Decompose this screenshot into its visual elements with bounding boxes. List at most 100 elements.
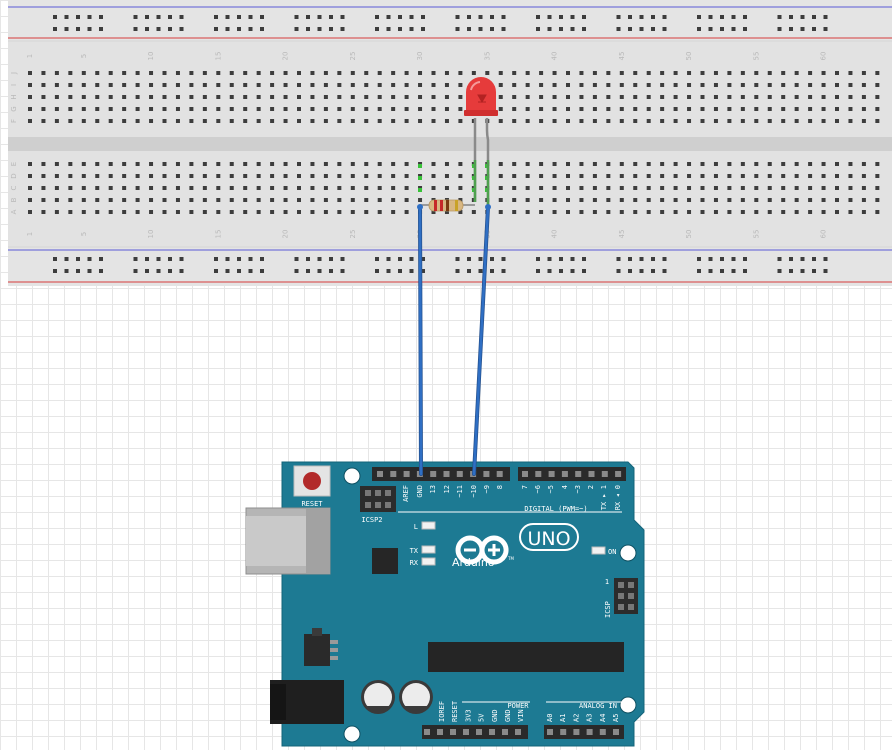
rail-hole (490, 27, 494, 31)
red-led[interactable] (464, 77, 498, 206)
breadboard-hole (646, 198, 651, 202)
breadboard-hole (28, 119, 32, 123)
rail-hole (306, 269, 310, 273)
breadboard-hole (727, 174, 732, 178)
breadboard-hole (727, 95, 732, 99)
breadboard-hole (216, 107, 221, 111)
header-socket (515, 729, 521, 735)
pin-label: 3V3 (464, 709, 472, 722)
breadboard-hole (458, 198, 463, 202)
rail-hole (731, 27, 736, 31)
breadboard-hole (297, 198, 301, 202)
wire-gnd[interactable] (418, 205, 423, 476)
breadboard-hole (41, 210, 46, 214)
breadboard-hole (256, 210, 261, 214)
breadboard-hole (418, 119, 423, 123)
header-socket (443, 471, 450, 477)
led-rx-label: RX (410, 559, 419, 567)
breadboard-hole (28, 107, 32, 111)
pin-label: A1 (559, 714, 567, 722)
header-socket (573, 729, 580, 735)
breadboard-hole (310, 71, 315, 75)
header-socket (489, 729, 495, 735)
breadboard-hole (498, 174, 503, 178)
breadboard-hole (283, 162, 288, 166)
breadboard-hole (122, 186, 127, 190)
rail-hole (306, 257, 310, 261)
breadboard-hole (619, 83, 624, 87)
breadboard-hole (323, 119, 328, 123)
breadboard-hole (377, 95, 382, 99)
breadboard-hole (539, 210, 544, 214)
power-jack (270, 680, 344, 724)
rail-hole (467, 257, 471, 261)
breadboard-hole (660, 71, 665, 75)
rail-hole (237, 27, 241, 31)
rail-hole (248, 27, 253, 31)
breadboard-hole (700, 71, 705, 75)
breadboard-hole (875, 186, 880, 190)
breadboard-hole (566, 107, 570, 111)
column-number: 1 (26, 232, 34, 236)
breadboard-hole (525, 174, 530, 178)
column-number: 25 (349, 230, 357, 239)
rail-hole (386, 269, 391, 273)
breadboard-hole (700, 119, 705, 123)
breadboard-hole (458, 83, 463, 87)
rail-hole (789, 27, 793, 31)
rail-hole (306, 27, 310, 31)
wire-pin10[interactable] (472, 205, 490, 476)
rail-hole (375, 257, 379, 261)
rail-hole (64, 257, 69, 261)
breadboard-hole (175, 210, 180, 214)
rail-hole (179, 257, 184, 261)
rail-hole (168, 27, 172, 31)
rail-hole (812, 269, 816, 273)
breadboard-hole (673, 95, 678, 99)
breadboard-hole (552, 95, 557, 99)
breadboard-hole (498, 119, 503, 123)
breadboard-hole (794, 162, 799, 166)
breadboard-hole (404, 83, 409, 87)
breadboard-hole (606, 210, 611, 214)
breadboard-hole (283, 174, 288, 178)
breadboard-hole (848, 210, 853, 214)
rail-hole (639, 269, 644, 273)
rail-hole (237, 269, 241, 273)
rail-hole (823, 257, 828, 261)
breadboard-hole (404, 162, 409, 166)
breadboard-hole (135, 186, 140, 190)
rail-hole (720, 257, 724, 261)
rail-hole (812, 15, 816, 19)
digital-header-low (518, 467, 626, 481)
breadboard-hole (377, 107, 382, 111)
rail-hole (547, 15, 552, 19)
rail-hole (616, 269, 621, 273)
breadboard-hole (431, 95, 436, 99)
header-socket (450, 729, 456, 735)
breadboard-hole (552, 162, 557, 166)
pin-label: 5V (478, 713, 486, 722)
breadboard-hole (81, 83, 86, 87)
rail-hole (156, 27, 161, 31)
reset-button[interactable] (293, 465, 331, 497)
breadboard-hole (81, 186, 86, 190)
icsp2-header (360, 486, 396, 512)
breadboard-hole (579, 71, 584, 75)
breadboard-hole (270, 174, 275, 178)
breadboard-hole (350, 162, 355, 166)
breadboard-hole (660, 119, 665, 123)
breadboard-hole (713, 83, 718, 87)
breadboard-hole (108, 162, 113, 166)
breadboard-hole (458, 210, 463, 214)
breadboard-hole (162, 119, 167, 123)
breadboard-hole (619, 198, 624, 202)
column-number: 40 (551, 230, 559, 239)
breadboard-hole (270, 186, 275, 190)
breadboard-hole (310, 119, 315, 123)
breadboard-hole (391, 198, 396, 202)
resistor[interactable] (420, 199, 475, 212)
breadboard-hole (404, 174, 409, 178)
rail-hole (133, 269, 138, 273)
rail-hole (467, 15, 471, 19)
